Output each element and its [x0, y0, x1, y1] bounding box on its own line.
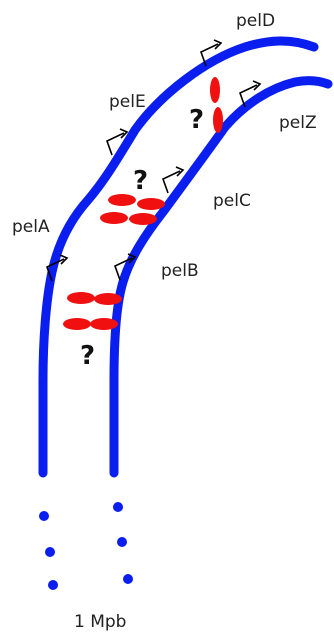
scale-label: 1 Mpb [74, 612, 126, 632]
dna-strand-left [43, 41, 314, 473]
continuation-dot-left-3 [48, 580, 58, 590]
gene-label-pelB: pelB [161, 261, 199, 281]
unknown-mark-lower: ? [80, 341, 95, 371]
continuation-dot-right-3 [123, 574, 133, 584]
dna-strand-right [114, 81, 328, 473]
continuation-dot-right-1 [113, 502, 123, 512]
gene-label-pelA: pelA [12, 217, 50, 237]
continuation-dot-left-2 [45, 547, 55, 557]
gene-label-pelC: pelC [213, 191, 251, 211]
continuation-dot-right-2 [117, 537, 127, 547]
interaction-pelE-pelC [100, 194, 165, 225]
interaction-pelD-pelZ [210, 77, 223, 133]
gene-label-pelD: pelD [236, 11, 275, 31]
unknown-mark-top: ? [189, 105, 204, 135]
unknown-mark-middle: ? [133, 166, 148, 196]
gene-label-pelE: pelE [109, 92, 146, 112]
continuation-dot-left-1 [39, 511, 49, 521]
gene-label-pelZ: pelZ [279, 113, 317, 133]
